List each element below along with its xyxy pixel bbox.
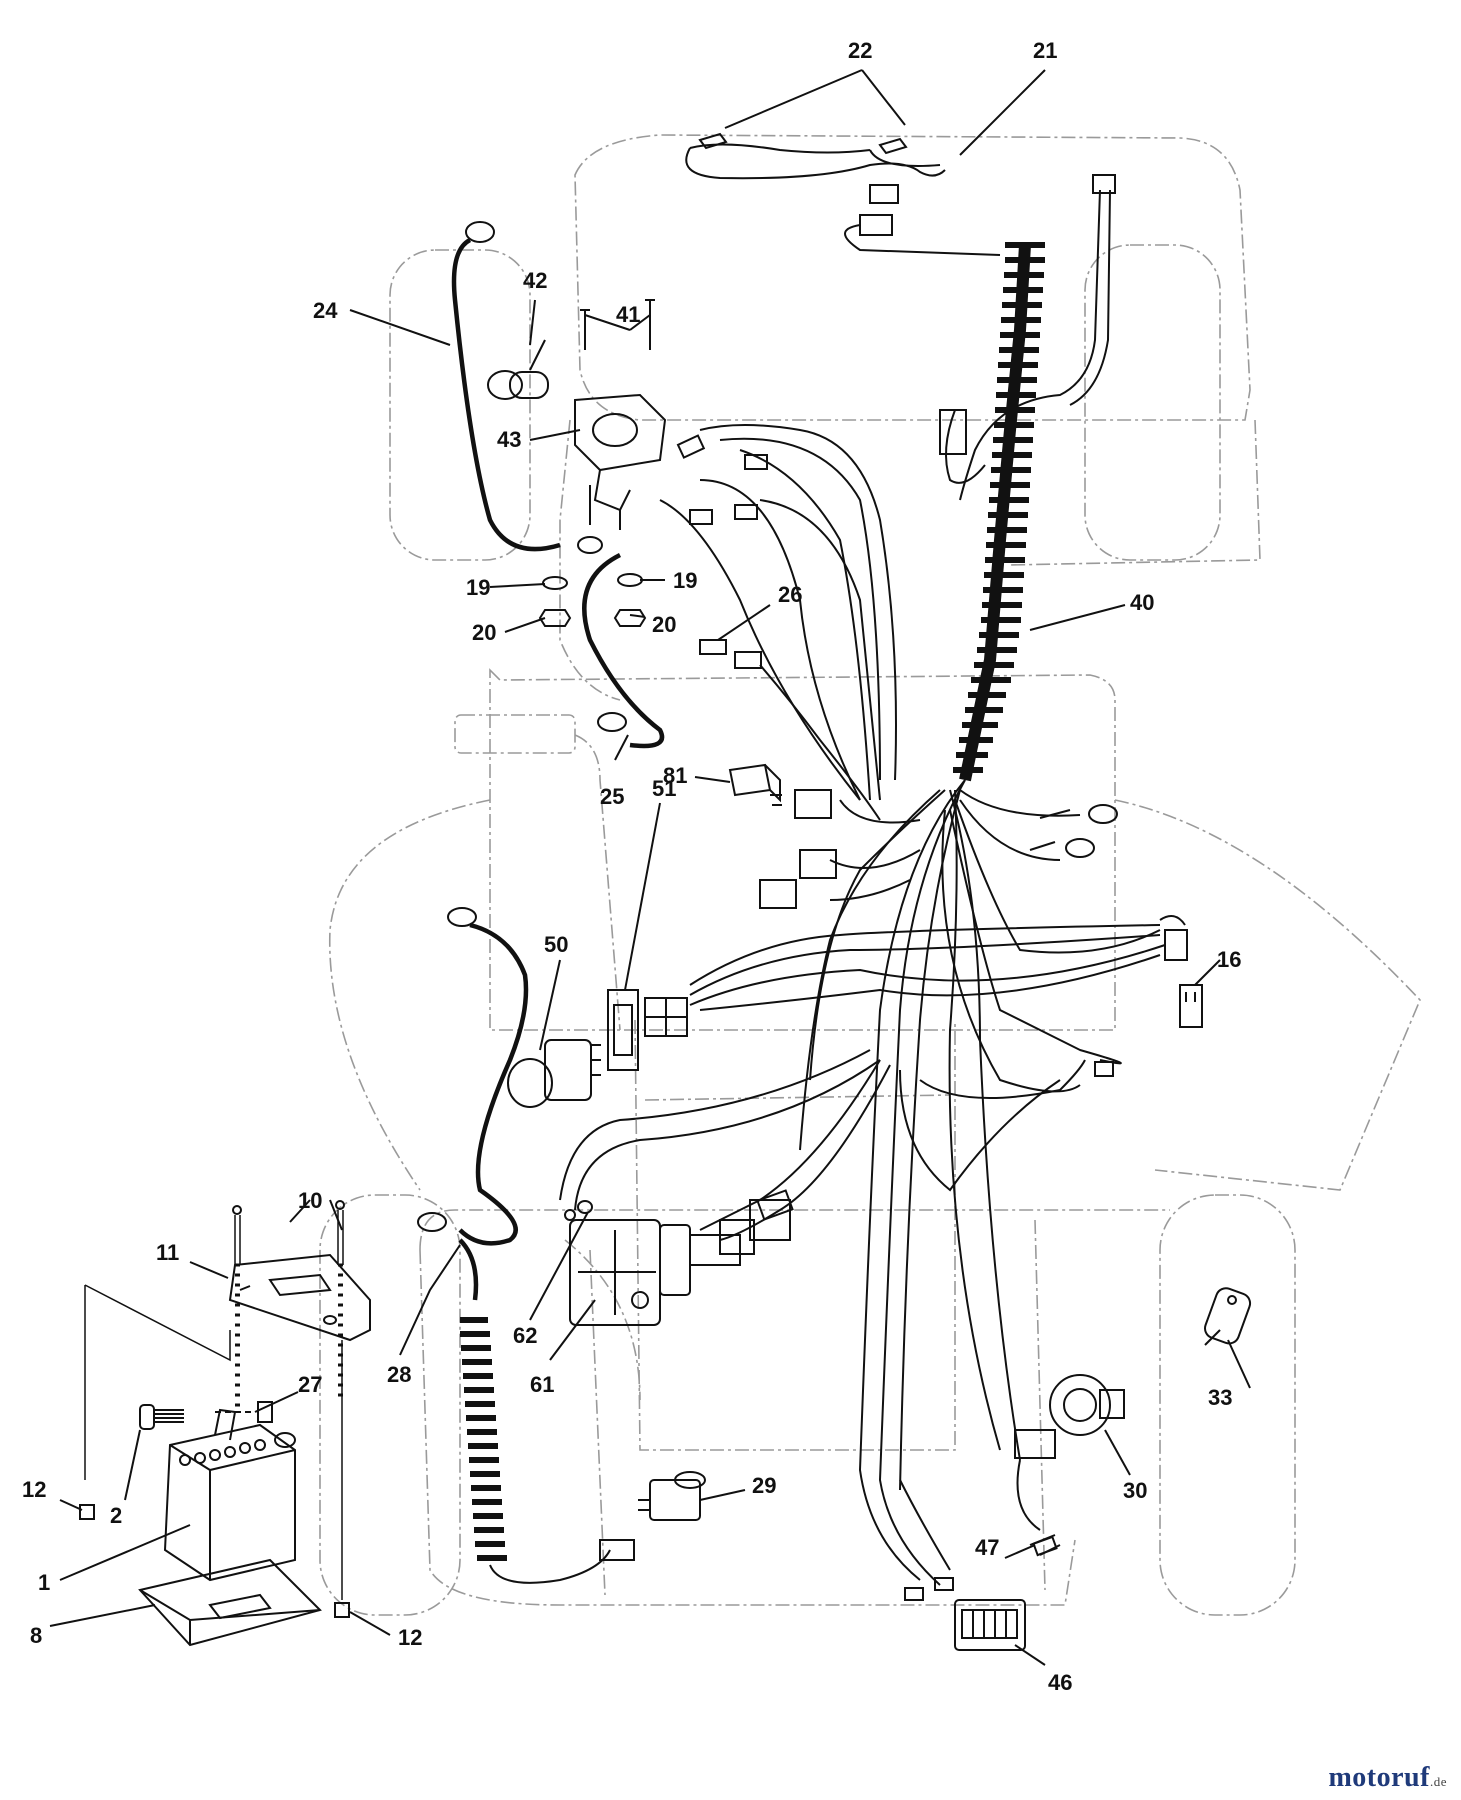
components	[417, 221, 1252, 1651]
connectors-61-top	[689, 1189, 794, 1266]
callout-29: 29	[752, 1473, 776, 1498]
battery-assembly	[79, 1200, 371, 1647]
connector-26	[699, 639, 762, 669]
clip-12b	[334, 1602, 350, 1618]
connector-30	[1014, 1429, 1056, 1459]
callout-62: 62	[513, 1323, 537, 1348]
watermark-suffix: .de	[1429, 1774, 1447, 1789]
callout-labels: 22 21 24 42 41 43 19 19 20 20 26 40 25 8…	[22, 38, 1241, 1695]
battery-tray-8	[138, 1558, 322, 1647]
callout-1: 1	[38, 1570, 50, 1595]
callout-42: 42	[523, 268, 547, 293]
ring-terminals	[417, 221, 1118, 1232]
callout-21: 21	[1033, 38, 1057, 63]
leader-lines	[49, 69, 1251, 1666]
callout-10: 10	[298, 1188, 322, 1213]
starter-solenoid-43	[574, 393, 667, 530]
callout-61: 61	[530, 1372, 554, 1397]
bulb-47	[1029, 1534, 1061, 1557]
callout-47: 47	[975, 1535, 999, 1560]
relay-sockets	[759, 789, 837, 909]
connector-16	[1164, 929, 1203, 1028]
callout-27: 27	[298, 1372, 322, 1397]
switch-50	[507, 1039, 601, 1108]
clip-12a	[79, 1504, 95, 1520]
callout-25: 25	[600, 784, 624, 809]
callout-24: 24	[313, 298, 338, 323]
watermark-main: motoruf	[1328, 1762, 1430, 1793]
terminal-bolt-2	[139, 1404, 184, 1430]
meter-46	[954, 1599, 1026, 1651]
callout-40: 40	[1130, 590, 1154, 615]
battery-1	[163, 1408, 296, 1582]
connector-46b	[934, 1577, 954, 1591]
battery-cables	[451, 237, 665, 1301]
switch-30	[1014, 1374, 1125, 1459]
callout-51: 51	[652, 776, 676, 801]
callout-19b: 19	[673, 568, 697, 593]
switch-29	[638, 1471, 706, 1521]
callout-19a: 19	[466, 575, 490, 600]
callout-81: 81	[663, 763, 687, 788]
coiled-loom-40-rings	[953, 242, 1045, 773]
ignition-panel-61	[569, 1219, 691, 1326]
callout-12a: 12	[22, 1477, 46, 1502]
hold-down-rods-10	[232, 1200, 345, 1407]
relay-81	[728, 763, 782, 806]
callout-26: 26	[778, 582, 802, 607]
callout-8: 8	[30, 1623, 42, 1648]
callout-33: 33	[1208, 1385, 1232, 1410]
connector-46a	[904, 1587, 924, 1601]
callout-11: 11	[156, 1240, 179, 1265]
callout-12b: 12	[398, 1625, 422, 1650]
callout-28: 28	[387, 1362, 411, 1387]
spade-terminals	[676, 434, 768, 525]
bolts-41	[580, 299, 655, 350]
terminal-cap-42	[487, 339, 549, 400]
callout-20a: 20	[472, 620, 496, 645]
callout-43: 43	[497, 427, 521, 452]
callout-41: 41	[616, 302, 640, 327]
coiled-loom-rear	[460, 1317, 635, 1584]
callout-50: 50	[544, 932, 568, 957]
watermark: motoruf.de	[1328, 1762, 1447, 1794]
switch-housing-51	[607, 989, 688, 1071]
callout-22: 22	[848, 38, 872, 63]
connector-62	[564, 1200, 593, 1221]
callout-20b: 20	[652, 612, 676, 637]
key-33	[1204, 1287, 1252, 1346]
battery-bracket-11	[228, 1253, 371, 1342]
connector-right	[1094, 1061, 1114, 1077]
callout-30: 30	[1123, 1478, 1147, 1503]
callout-16: 16	[1217, 947, 1241, 972]
terminal-nut-27	[215, 1401, 273, 1423]
callout-46: 46	[1048, 1670, 1072, 1695]
callout-2: 2	[110, 1503, 122, 1528]
wire-harness	[559, 132, 1186, 1586]
nuts-20	[538, 609, 647, 627]
tractor-outline	[319, 134, 1421, 1616]
